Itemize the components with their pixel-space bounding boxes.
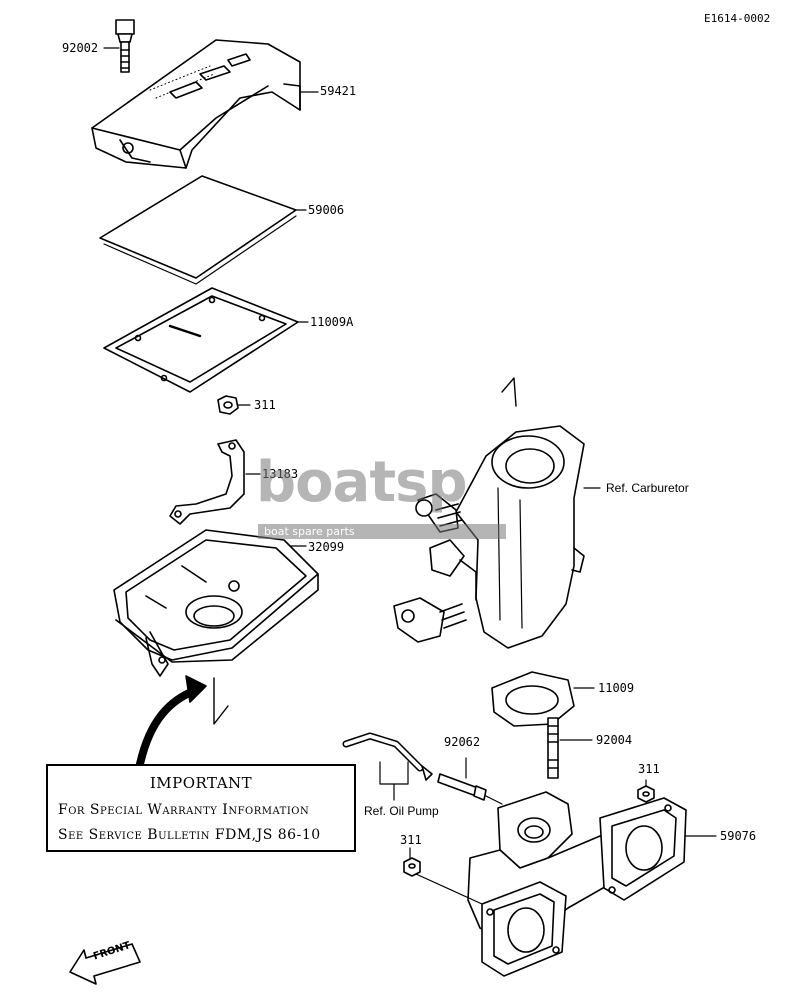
manifold-59076-drawing xyxy=(415,791,717,977)
gasket-11009a-drawing xyxy=(103,287,309,393)
part-label-92002: 92002 xyxy=(62,41,99,55)
part-label-32099: 32099 xyxy=(308,540,345,554)
nut-311-top-drawing xyxy=(217,395,251,415)
nut-311-right-drawing xyxy=(637,779,655,803)
bracket-13183-drawing xyxy=(169,439,261,525)
fitting-92062-drawing xyxy=(437,757,503,805)
part-label-311-right: 311 xyxy=(638,762,660,776)
part-label-92062: 92062 xyxy=(444,735,481,749)
notice-title: IMPORTANT xyxy=(149,774,253,792)
direction-marks xyxy=(213,377,517,725)
part-label-11009: 11009 xyxy=(598,681,635,695)
part-label-59076: 59076 xyxy=(720,829,757,843)
nut-311-left-drawing xyxy=(403,847,421,877)
part-label-59006: 59006 xyxy=(308,203,345,217)
part-label-59421: 59421 xyxy=(320,84,357,98)
bolt-92002-drawing xyxy=(103,19,135,73)
diagram-code: E1614-0002 xyxy=(704,12,771,25)
part-label-13183: 13183 xyxy=(262,467,299,481)
front-arrow-drawing xyxy=(69,943,141,985)
ref-oil-pump-label: Ref. Oil Pump xyxy=(364,804,439,818)
part-label-311-top: 311 xyxy=(254,398,276,412)
cover-59421-drawing xyxy=(91,39,319,169)
notice-line-1: For Special Warranty Information xyxy=(58,802,310,818)
ref-carburetor-label: Ref. Carburetor xyxy=(606,481,689,495)
filter-59006-drawing xyxy=(99,175,307,285)
important-pointer-arrow xyxy=(136,675,207,768)
watermark-brand: boatsp xyxy=(256,450,468,515)
part-label-311-left: 311 xyxy=(400,833,422,847)
part-label-92004: 92004 xyxy=(596,733,633,747)
stud-92004-drawing xyxy=(547,717,593,779)
watermark-tagline: boat spare parts xyxy=(258,524,506,539)
oil-pump-hose-drawing xyxy=(342,732,433,801)
case-32099-drawing xyxy=(113,529,319,677)
important-notice: IMPORTANT For Special Warranty Informati… xyxy=(46,764,356,852)
notice-line-2: See Service Bulletin FDM,JS 86-10 xyxy=(58,827,321,843)
part-label-11009a: 11009A xyxy=(310,315,354,329)
gasket-11009-drawing xyxy=(491,671,595,727)
